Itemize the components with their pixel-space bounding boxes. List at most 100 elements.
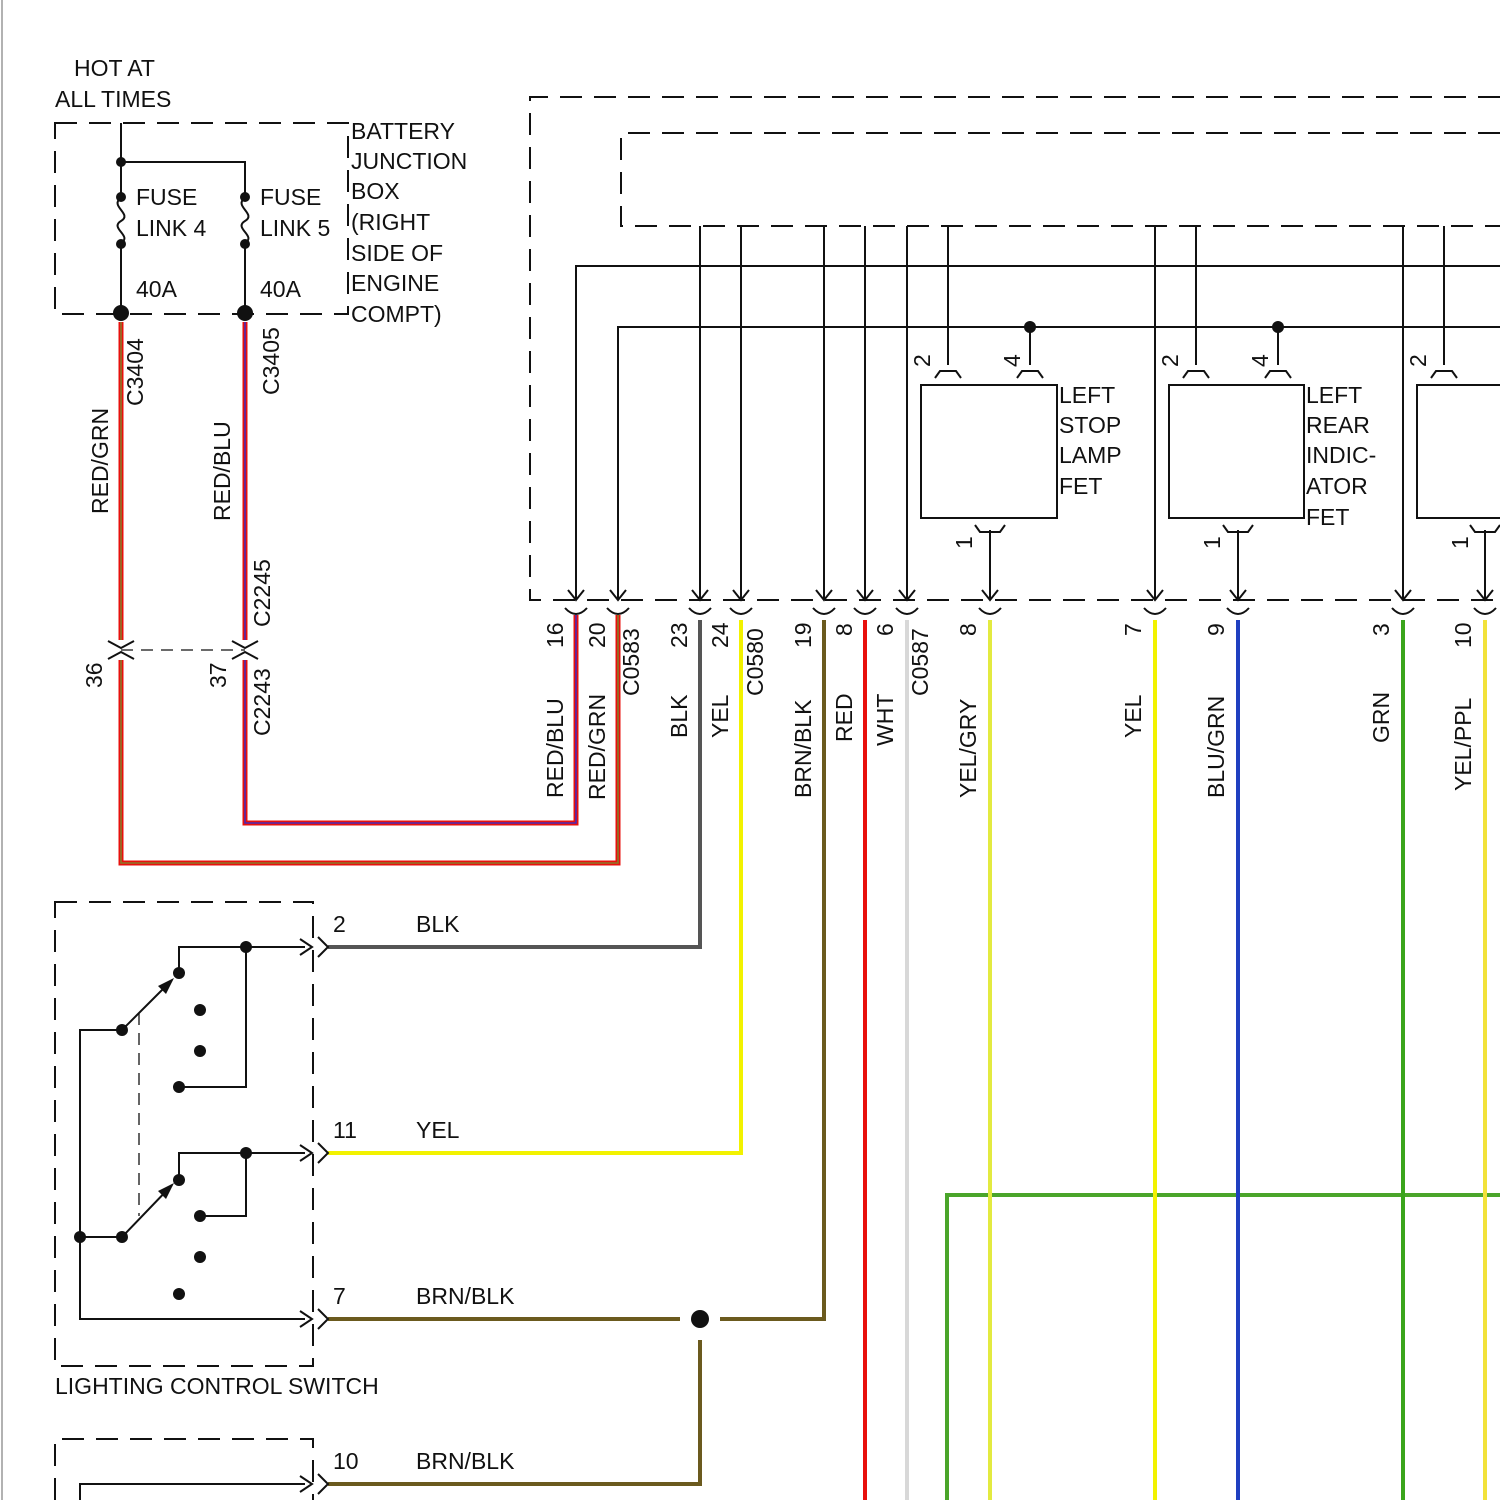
svg-text:ALL TIMES: ALL TIMES — [55, 86, 171, 112]
switch-pin-2: 2 — [333, 911, 346, 937]
lower-wire-label-brn-blk: BRN/BLK — [416, 1448, 515, 1474]
module-pin-20: 20 — [584, 622, 610, 648]
svg-text:LEFT: LEFT — [1059, 382, 1115, 408]
svg-text:LINK 4: LINK 4 — [136, 215, 207, 241]
svg-text:FUSE: FUSE — [136, 184, 197, 210]
svg-text:COMPT): COMPT) — [351, 301, 442, 327]
wire-label-grn: GRN — [1368, 692, 1394, 743]
connector-c3404: C3404 — [122, 338, 148, 406]
svg-text:INDIC-: INDIC- — [1306, 442, 1376, 468]
wire-label-yel-ppl: YEL/PPL — [1450, 697, 1476, 791]
wire-label-red-blu: RED/BLU — [209, 421, 235, 521]
switch-wire-label-yel: YEL — [416, 1117, 460, 1143]
switch-wire-label-brn-blk: BRN/BLK — [416, 1283, 515, 1309]
svg-text:LEFT: LEFT — [1306, 382, 1362, 408]
wire-label-blu-grn: BLU/GRN — [1203, 696, 1229, 798]
module-pin-19: 19 — [790, 622, 816, 648]
switch-pin-7: 7 — [333, 1283, 346, 1309]
module-wire-labels: RED/BLU RED/GRN BLK YEL BRN/BLK RED WHT … — [542, 692, 1476, 800]
module-pin-8b: 8 — [955, 623, 981, 636]
svg-text:ATOR: ATOR — [1306, 473, 1368, 499]
lower-component: 10 BRN/BLK — [55, 1439, 515, 1500]
svg-text:40A: 40A — [136, 276, 178, 302]
svg-text:2: 2 — [909, 354, 935, 367]
connector-c2243: C2243 — [249, 668, 275, 736]
svg-text:4: 4 — [999, 354, 1025, 367]
connector-c0587: C0587 — [907, 628, 933, 696]
wire-label-brn-blk: BRN/BLK — [790, 699, 816, 798]
connector-c0580: C0580 — [742, 628, 768, 696]
svg-text:4: 4 — [1247, 354, 1273, 367]
switch-common-wire — [80, 1030, 122, 1237]
module-pin-9: 9 — [1203, 623, 1229, 636]
svg-text:FUSE: FUSE — [260, 184, 321, 210]
svg-text:LAMP: LAMP — [1059, 442, 1122, 468]
svg-text:ENGINE: ENGINE — [351, 270, 439, 296]
module-pin-16: 16 — [542, 622, 568, 648]
module-pin-7: 7 — [1120, 623, 1146, 636]
module-pin-numbers: 16 20 23 24 19 8 6 8 7 9 3 10 — [542, 622, 1476, 648]
wire-label-wht: WHT — [872, 694, 898, 746]
wire-label-red-grn-2: RED/GRN — [584, 694, 610, 800]
fuse-link-5: FUSE LINK 5 40A — [237, 184, 330, 321]
wire-label-blk: BLK — [666, 694, 692, 738]
switch-pin-11: 11 — [333, 1117, 357, 1143]
switch-wire-label-blk: BLK — [416, 911, 460, 937]
svg-text:2: 2 — [1157, 354, 1183, 367]
hot-at-all-times-label: HOT AT ALL TIMES — [55, 55, 171, 112]
svg-text:1: 1 — [951, 536, 977, 549]
pin-37: 37 — [205, 662, 231, 688]
svg-text:40A: 40A — [260, 276, 302, 302]
pin-36: 36 — [81, 662, 107, 688]
battery-junction-box: BATTERY JUNCTION BOX (RIGHT SIDE OF ENGI… — [55, 118, 467, 327]
control-module: 2 4 1 LEFT STOP LAMP FET 2 4 1 LEFT REAR… — [530, 97, 1500, 614]
svg-text:BATTERY: BATTERY — [351, 118, 455, 144]
fet-left-rear-indicator: 2 4 1 LEFT REAR INDIC- ATOR FET — [1157, 226, 1376, 600]
wire-label-red: RED — [831, 693, 857, 742]
lighting-control-switch-label: LIGHTING CONTROL SWITCH — [55, 1373, 379, 1399]
lighting-control-switch: LIGHTING CONTROL SWITCH 2 — [55, 902, 515, 1399]
module-inner-outline — [621, 133, 1500, 226]
module-pin-arrows — [568, 590, 1493, 600]
svg-text:REAR: REAR — [1306, 412, 1370, 438]
svg-text:HOT AT: HOT AT — [74, 55, 155, 81]
svg-text:STOP: STOP — [1059, 412, 1121, 438]
svg-text:(RIGHT: (RIGHT — [351, 209, 430, 235]
wire-red-blu — [245, 322, 576, 823]
internal-verticals — [700, 226, 1403, 600]
svg-text:JUNCTION: JUNCTION — [351, 148, 467, 174]
module-pin-3: 3 — [1368, 623, 1394, 636]
module-pin-23: 23 — [666, 622, 692, 648]
connector-c3405: C3405 — [258, 327, 284, 395]
splice-dot — [691, 1310, 709, 1328]
battery-junction-box-label: BATTERY JUNCTION BOX (RIGHT SIDE OF ENGI… — [351, 118, 467, 327]
fuse-link-4: FUSE LINK 4 40A — [113, 162, 207, 321]
svg-text:FET: FET — [1306, 504, 1349, 530]
wire-label-yel-2: YEL — [1120, 694, 1146, 738]
module-pin-cups — [565, 608, 1496, 614]
svg-text:1: 1 — [1447, 536, 1473, 549]
wire-green-bus — [947, 1195, 1500, 1500]
wire-label-yel: YEL — [707, 694, 733, 738]
wire-label-yel-gry: YEL/GRY — [955, 699, 981, 798]
module-pin-24: 24 — [707, 622, 733, 648]
wire-label-red-blu-2: RED/BLU — [542, 698, 568, 798]
connector-c0583: C0583 — [618, 628, 644, 696]
svg-text:SIDE OF: SIDE OF — [351, 240, 443, 266]
module-outline — [530, 97, 1500, 600]
wire-label-red-grn: RED/GRN — [87, 408, 113, 514]
lower-component-outline — [55, 1439, 313, 1500]
wire-blk — [328, 620, 700, 947]
svg-text:LINK 5: LINK 5 — [260, 215, 330, 241]
module-pin-10: 10 — [1450, 622, 1476, 648]
module-pin-8: 8 — [831, 623, 857, 636]
svg-text:1: 1 — [1199, 536, 1225, 549]
svg-text:FET: FET — [1059, 473, 1102, 499]
fet-left-stop-lamp: 2 4 1 LEFT STOP LAMP FET — [909, 226, 1122, 600]
module-output-wires — [328, 620, 1500, 1500]
svg-text:BOX: BOX — [351, 178, 400, 204]
svg-text:2: 2 — [1405, 354, 1431, 367]
connector-c2245: C2245 — [249, 559, 275, 627]
module-pin-6: 6 — [872, 623, 898, 636]
